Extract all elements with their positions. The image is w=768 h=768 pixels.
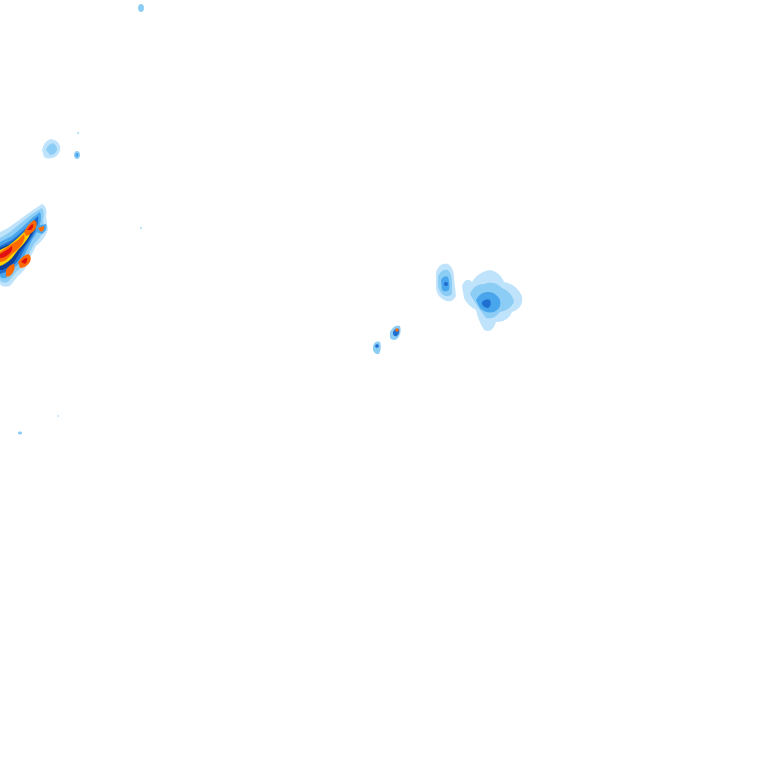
echo-central-small-cells [373,325,401,355]
echo-cell [76,131,80,135]
echo-cell [138,4,144,12]
echo-central-cluster [436,263,523,331]
echo-cell [18,431,22,435]
echo-cell [46,143,57,155]
echo-cell [482,299,491,308]
echo-cell [21,258,28,264]
echo-cell [75,153,79,157]
echo-cell [444,282,448,286]
echo-upper-left-cluster [42,131,143,230]
echo-cell [0,246,13,258]
echo-cell [57,415,59,417]
echo-cell [27,224,34,230]
echo-cell [373,341,381,355]
echo-cell [375,344,379,348]
echo-cell [395,328,399,332]
echo-top-left-speck [138,4,144,12]
echo-cell [139,226,143,230]
echo-cell [6,264,15,277]
echo-lower-left-speck [18,415,59,435]
echo-cell [38,226,45,232]
echo-west-edge-storm [0,204,48,287]
